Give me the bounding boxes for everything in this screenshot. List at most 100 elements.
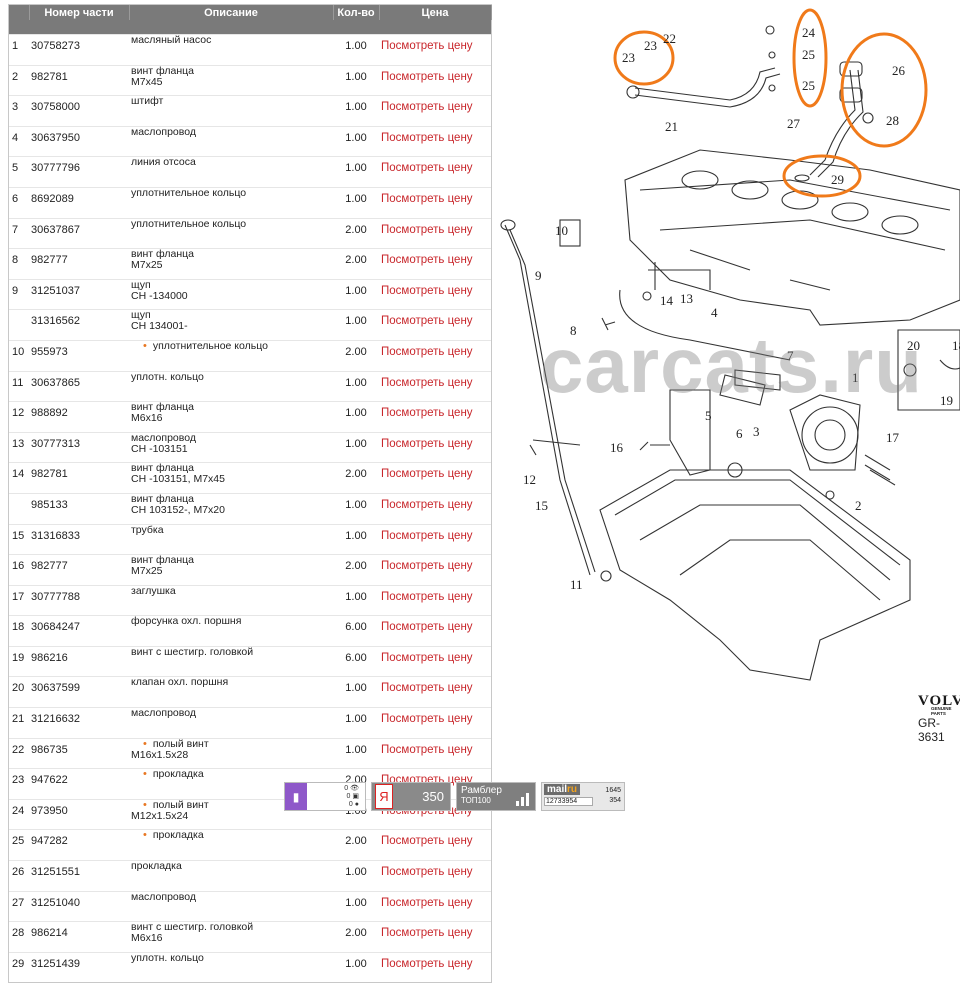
view-price-link[interactable]: Посмотреть цену bbox=[381, 651, 473, 664]
label-14: 14 bbox=[660, 293, 674, 308]
view-price-link[interactable]: Посмотреть цену bbox=[381, 70, 473, 83]
view-price-link[interactable]: Посмотреть цену bbox=[381, 774, 473, 787]
part-number: 30758273 bbox=[29, 34, 129, 66]
part-number: 30637865 bbox=[29, 370, 129, 402]
price-cell: Посмотреть цену bbox=[379, 309, 491, 341]
description-line: щуп bbox=[131, 309, 151, 322]
quantity: 1.00 bbox=[333, 431, 379, 463]
view-price-link[interactable]: Посмотреть цену bbox=[381, 315, 473, 328]
yandex-counter[interactable]: Я 350 bbox=[371, 782, 451, 811]
price-cell: Посмотреть цену bbox=[379, 401, 491, 433]
view-price-link[interactable]: Посмотреть цену bbox=[381, 437, 473, 450]
header-spacer bbox=[9, 20, 491, 35]
price-cell: Посмотреть цену bbox=[379, 248, 491, 280]
view-price-link[interactable]: Посмотреть цену bbox=[381, 131, 473, 144]
row-index: 8 bbox=[9, 248, 29, 280]
view-price-link[interactable]: Посмотреть цену bbox=[381, 743, 473, 756]
quantity: 1.00 bbox=[333, 860, 379, 892]
view-price-link[interactable]: Посмотреть цену bbox=[381, 376, 473, 389]
label-8: 8 bbox=[570, 323, 577, 338]
view-price-link[interactable]: Посмотреть цену bbox=[381, 40, 473, 52]
quantity: 1.00 bbox=[333, 707, 379, 739]
part-description: винт с шестигр. головкой bbox=[129, 645, 333, 677]
view-price-link[interactable]: Посмотреть цену bbox=[381, 682, 473, 695]
engine-block-outline bbox=[624, 149, 960, 326]
view-price-link[interactable]: Посмотреть цену bbox=[381, 345, 473, 358]
part-number: 31316833 bbox=[29, 523, 129, 555]
price-cell: Посмотреть цену bbox=[379, 278, 491, 310]
view-price-link[interactable]: Посмотреть цену bbox=[381, 560, 473, 573]
view-price-link[interactable]: Посмотреть цену bbox=[381, 590, 473, 603]
view-price-link[interactable]: Посмотреть цену bbox=[381, 223, 473, 236]
price-cell: Посмотреть цену bbox=[379, 676, 491, 708]
price-cell: Посмотреть цену bbox=[379, 615, 491, 647]
view-price-link[interactable]: Посмотреть цену bbox=[381, 621, 473, 634]
part-number: 947622 bbox=[29, 768, 129, 800]
view-price-link[interactable]: Посмотреть цену bbox=[381, 498, 473, 511]
description-line: уплотн. кольцо bbox=[131, 370, 204, 383]
liveinternet-icon: ▮ bbox=[285, 783, 307, 810]
part-number: 30777313 bbox=[29, 431, 129, 463]
header-index bbox=[9, 5, 30, 20]
row-index bbox=[9, 492, 29, 524]
view-price-link[interactable]: Посмотреть цену bbox=[381, 284, 473, 297]
row-index: 13 bbox=[9, 431, 29, 463]
price-cell: Посмотреть цену bbox=[379, 890, 491, 922]
part-number: 30637599 bbox=[29, 676, 129, 708]
description-line: форсунка охл. поршня bbox=[131, 615, 242, 628]
oil-pump-gear bbox=[801, 406, 859, 464]
label-21: 21 bbox=[665, 119, 678, 134]
header-price: Цена bbox=[379, 5, 492, 20]
description-line: уплотнительное кольцо bbox=[131, 340, 331, 352]
liveinternet-counter[interactable]: ▮ 0 👁 0 ▣ 0 ● bbox=[284, 782, 366, 811]
rambler-bars-icon bbox=[516, 793, 529, 806]
part-description: линия отсоса bbox=[129, 156, 333, 188]
highlight-24-25 bbox=[792, 8, 828, 108]
description-line: клапан охл. поршня bbox=[131, 676, 229, 689]
part-description: форсунка охл. поршня bbox=[129, 615, 333, 647]
description-line: полый винт bbox=[131, 799, 331, 811]
view-price-link[interactable]: Посмотреть цену bbox=[381, 254, 473, 267]
label-28: 28 bbox=[886, 113, 899, 128]
part-number: 30637950 bbox=[29, 125, 129, 157]
view-price-link[interactable]: Посмотреть цену bbox=[381, 835, 473, 848]
view-price-link[interactable]: Посмотреть цену bbox=[381, 407, 473, 420]
view-price-link[interactable]: Посмотреть цену bbox=[381, 192, 473, 205]
rambler-top100-counter[interactable]: Рамблер ТОП100 bbox=[456, 782, 536, 811]
description-line: M12x1.5x24 bbox=[131, 809, 189, 822]
part-description: прокладка bbox=[129, 829, 333, 861]
view-price-link[interactable]: Посмотреть цену bbox=[381, 866, 473, 879]
view-price-link[interactable]: Посмотреть цену bbox=[381, 529, 473, 542]
row-index: 29 bbox=[9, 951, 29, 983]
view-price-link[interactable]: Посмотреть цену bbox=[381, 468, 473, 481]
description-line: полый винт bbox=[131, 738, 331, 750]
view-price-link[interactable]: Посмотреть цену bbox=[381, 927, 473, 940]
view-price-link[interactable]: Посмотреть цену bbox=[381, 957, 473, 970]
view-price-link[interactable]: Посмотреть цену bbox=[381, 101, 473, 114]
part-number: 30637867 bbox=[29, 217, 129, 249]
description-line: M6x16 bbox=[131, 412, 163, 425]
view-price-link[interactable]: Посмотреть цену bbox=[381, 713, 473, 726]
view-price-link[interactable]: Посмотреть цену bbox=[381, 162, 473, 175]
table-row: 10955973уплотнительное кольцо2.00Посмотр… bbox=[9, 339, 491, 372]
view-price-link[interactable]: Посмотреть цену bbox=[381, 896, 473, 909]
label-11: 11 bbox=[570, 577, 583, 592]
diagram-drawing: 1 2 3 4 5 6 7 8 9 10 11 12 13 14 15 16 1… bbox=[500, 8, 960, 681]
part-number: 31251439 bbox=[29, 951, 129, 983]
part-number: 985133 bbox=[29, 492, 129, 524]
row-index: 24 bbox=[9, 798, 29, 830]
price-cell: Посмотреть цену bbox=[379, 64, 491, 96]
part-number: 982781 bbox=[29, 64, 129, 96]
